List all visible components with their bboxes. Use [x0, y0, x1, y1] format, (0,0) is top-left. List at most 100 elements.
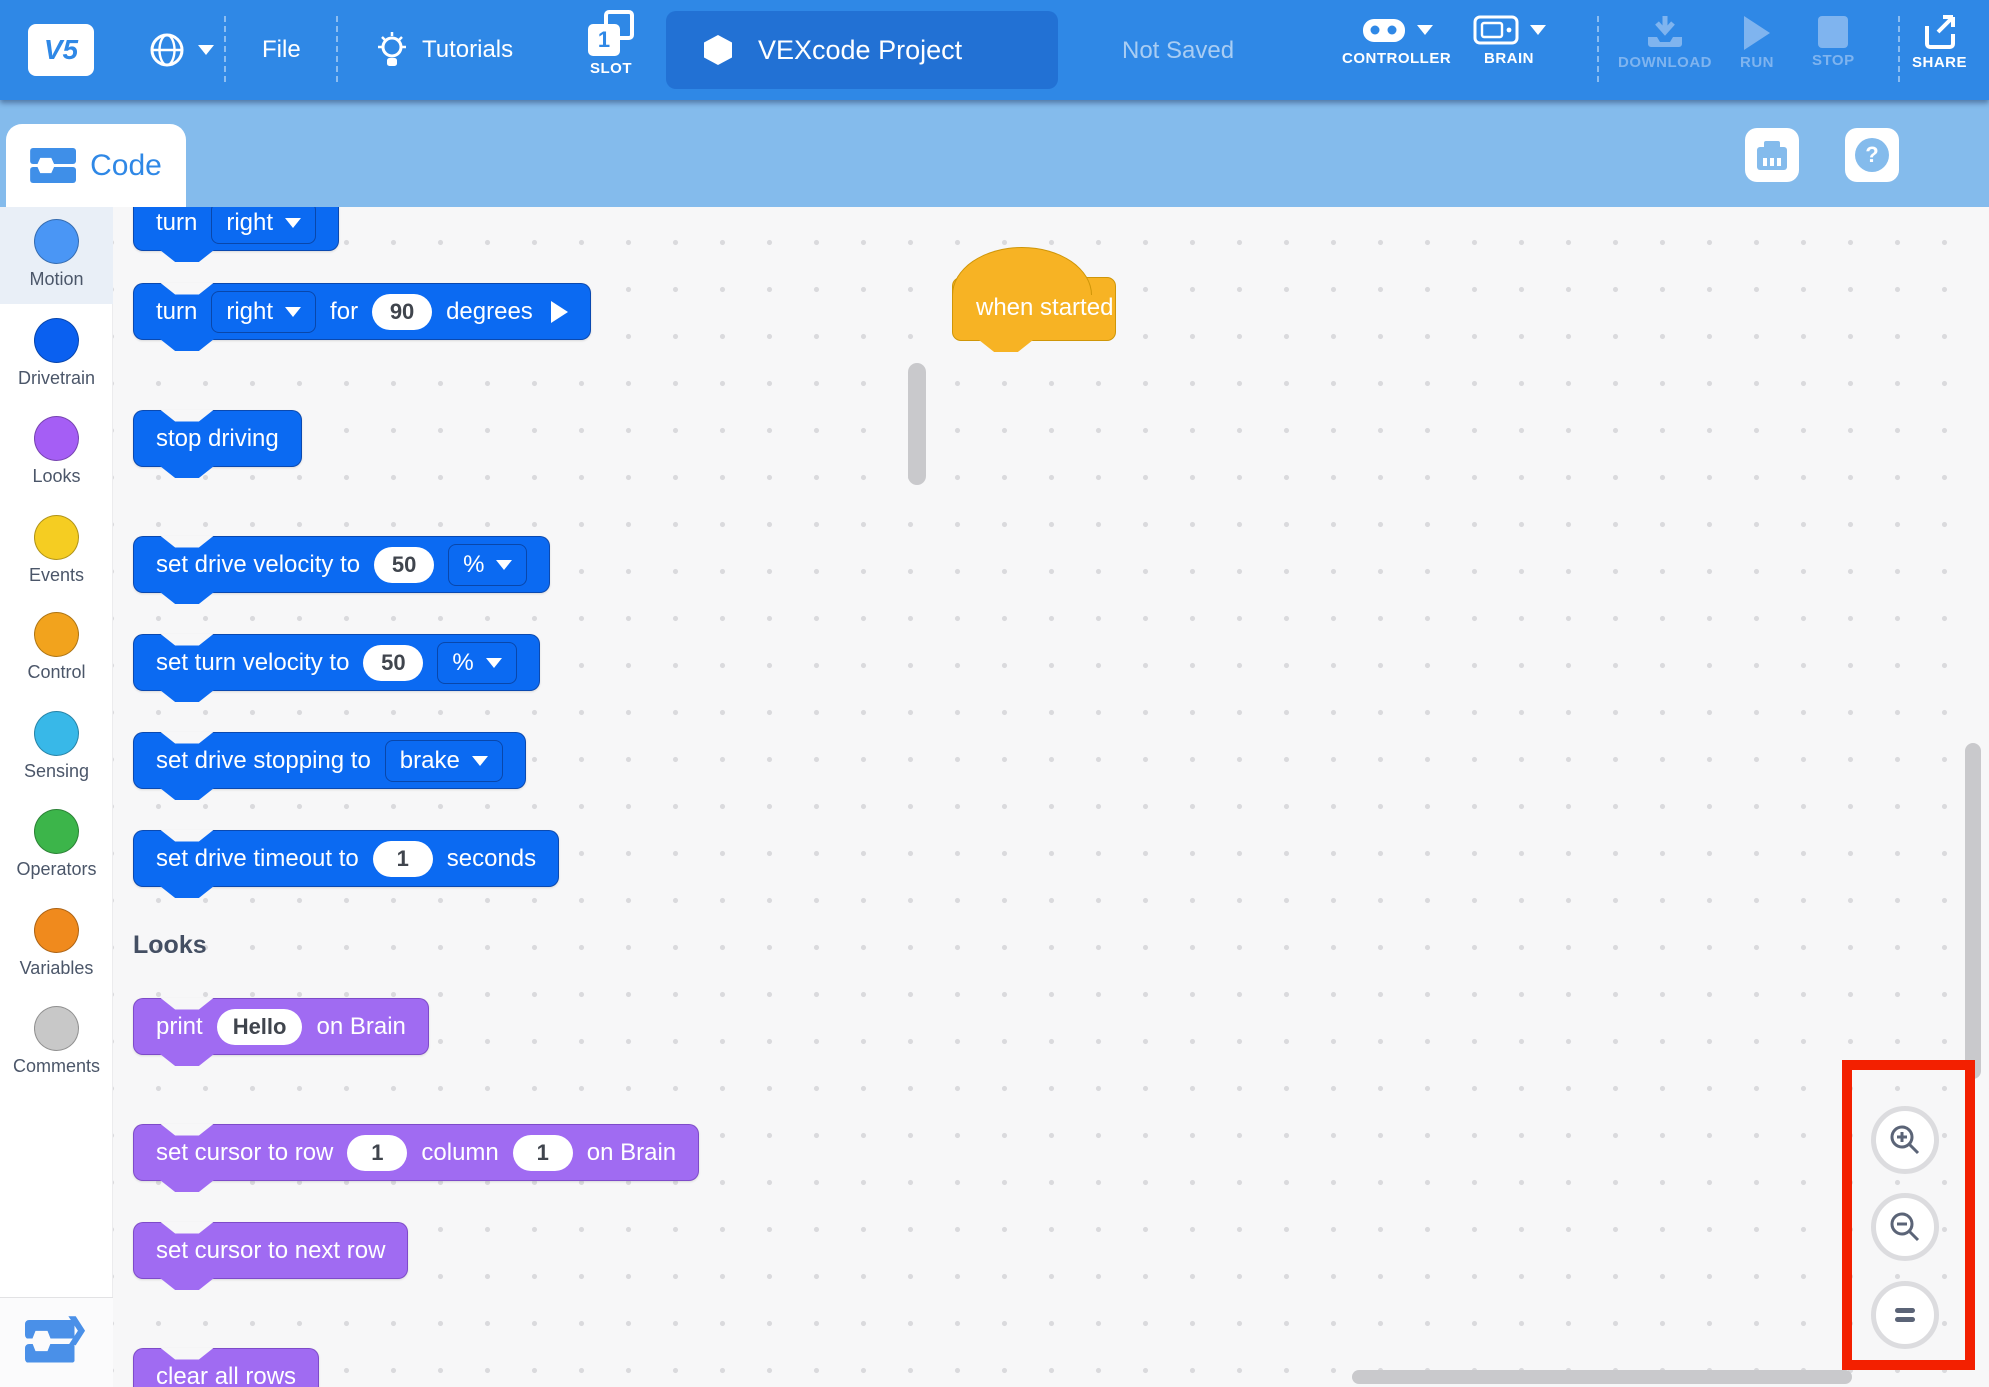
project-name-button[interactable]: VEXcode Project — [666, 11, 1058, 89]
block-label: set drive stopping to — [156, 746, 371, 774]
zoom-out-button[interactable] — [1871, 1193, 1939, 1261]
block-turn[interactable]: turn right — [133, 207, 340, 251]
download-button[interactable]: DOWNLOAD — [1618, 14, 1712, 71]
sidebar-item-control[interactable]: Control — [0, 612, 113, 683]
sidebar-item-label: Control — [27, 662, 86, 682]
variables-category-dot — [34, 908, 79, 953]
column-input[interactable]: 1 — [512, 1134, 573, 1171]
block-label: turn — [156, 297, 198, 325]
row-input[interactable]: 1 — [347, 1134, 408, 1171]
stop-icon — [1818, 16, 1849, 48]
sidebar-item-variables[interactable]: Variables — [0, 908, 113, 979]
sidebar-item-operators[interactable]: Operators — [0, 809, 113, 880]
download-label: DOWNLOAD — [1618, 54, 1712, 71]
canvas-horizontal-scrollbar[interactable] — [1352, 1370, 1852, 1384]
run-button[interactable]: RUN — [1740, 16, 1774, 71]
tab-bar: Code — [0, 100, 1989, 207]
help-icon: ? — [1855, 138, 1889, 172]
sidebar-item-motion[interactable]: Motion — [0, 207, 113, 304]
block-set-drive-stopping[interactable]: set drive stopping to brake — [133, 732, 526, 789]
brain-menu[interactable]: BRAIN — [1472, 14, 1546, 67]
control-category-dot — [34, 612, 79, 657]
sidebar-item-drivetrain[interactable]: Drivetrain — [0, 318, 113, 389]
sidebar-item-events[interactable]: Events — [0, 515, 113, 586]
block-set-turn-velocity[interactable]: set turn velocity to 50 % — [133, 634, 540, 691]
velocity-input[interactable]: 50 — [363, 644, 424, 681]
sensing-category-dot — [34, 711, 79, 756]
comments-category-dot — [34, 1006, 79, 1051]
timeout-input[interactable]: 1 — [372, 840, 433, 877]
events-category-dot — [34, 515, 79, 560]
chevron-down-icon — [198, 45, 214, 55]
category-sidebar: Motion Drivetrain Looks Events Control S… — [0, 207, 113, 1387]
toolbar-divider — [336, 16, 338, 82]
unit-dropdown[interactable]: % — [448, 543, 528, 586]
language-menu[interactable] — [148, 31, 214, 69]
vex-logo[interactable]: V5 — [28, 24, 94, 76]
stop-button[interactable]: STOP — [1812, 16, 1855, 69]
file-menu[interactable]: File — [262, 36, 301, 63]
block-set-drive-timeout[interactable]: set drive timeout to 1 seconds — [133, 830, 560, 887]
block-label: on Brain — [316, 1012, 406, 1040]
sidebar-item-label: Events — [28, 565, 85, 585]
brain-icon — [1473, 15, 1519, 45]
hat-dome — [952, 247, 1092, 295]
print-text-input[interactable]: Hello — [216, 1008, 303, 1045]
block-clear-all-rows[interactable]: clear all rows — [133, 1348, 320, 1387]
help-button[interactable]: ? — [1845, 128, 1899, 182]
code-tab-label: Code — [90, 148, 162, 182]
share-button[interactable]: SHARE — [1912, 14, 1967, 71]
block-print-on-brain[interactable]: print Hello on Brain — [133, 998, 429, 1055]
block-turn-for-degrees[interactable]: turn right for 90 degrees — [133, 283, 591, 340]
direction-dropdown[interactable]: right — [211, 290, 317, 333]
block-label: seconds — [446, 844, 537, 872]
when-started-block[interactable]: when started — [952, 247, 1116, 343]
velocity-input[interactable]: 50 — [374, 546, 435, 583]
degrees-input[interactable]: 90 — [372, 293, 433, 330]
controller-label: CONTROLLER — [1342, 50, 1452, 67]
blocks-to-text-toggle[interactable]: ❯ — [0, 1297, 113, 1387]
block-set-drive-velocity[interactable]: set drive velocity to 50 % — [133, 536, 551, 593]
reset-zoom-button[interactable] — [1871, 1281, 1939, 1349]
block-label: column — [421, 1138, 499, 1166]
blocks-icon — [30, 148, 77, 183]
stopping-dropdown[interactable]: brake — [384, 739, 503, 782]
zoom-out-icon — [1890, 1212, 1920, 1242]
palette-section-looks: Looks — [133, 931, 207, 959]
sidebar-item-sensing[interactable]: Sensing — [0, 711, 113, 782]
sidebar-item-label: Operators — [16, 859, 97, 879]
block-stop-driving[interactable]: stop driving — [133, 410, 302, 467]
tab-code[interactable]: Code — [6, 124, 186, 207]
unit-dropdown[interactable]: % — [437, 641, 517, 684]
palette-scrollbar[interactable] — [908, 363, 926, 485]
reset-zoom-icon — [1895, 1308, 1915, 1322]
block-label: clear all rows — [156, 1362, 297, 1387]
block-label: turn — [156, 208, 198, 236]
block-label: on Brain — [586, 1138, 677, 1166]
slot-selector[interactable]: 1 SLOT — [588, 10, 634, 77]
sidebar-item-label: Drivetrain — [17, 368, 96, 388]
dropdown-value: right — [226, 297, 274, 325]
block-set-cursor-next-row[interactable]: set cursor to next row — [133, 1222, 409, 1279]
controller-menu[interactable]: CONTROLLER — [1342, 14, 1451, 67]
slot-number: 1 — [588, 24, 620, 56]
direction-dropdown[interactable]: right — [211, 207, 317, 244]
toolbar-divider — [1597, 16, 1599, 82]
tutorials-label: Tutorials — [422, 36, 514, 63]
device-info-button[interactable] — [1745, 128, 1799, 182]
top-toolbar: V5 File Tutorials 1 SLOT VEXcode Project… — [0, 0, 1989, 100]
dropdown-value: brake — [399, 746, 460, 774]
expand-arrow-icon[interactable] — [550, 300, 568, 323]
zoom-in-button[interactable] — [1871, 1106, 1939, 1174]
sidebar-item-comments[interactable]: Comments — [0, 1006, 113, 1077]
looks-category-dot — [34, 416, 79, 461]
block-label: set cursor to row — [156, 1138, 334, 1166]
workspace-canvas[interactable]: turn right turn right for 90 degrees sto… — [113, 207, 1989, 1387]
canvas-vertical-scrollbar[interactable] — [1965, 743, 1981, 1079]
stop-label: STOP — [1812, 52, 1855, 69]
hat-label: when started — [976, 294, 1114, 321]
tutorials-button[interactable]: Tutorials — [374, 30, 513, 70]
sidebar-item-looks[interactable]: Looks — [0, 416, 113, 487]
project-title: VEXcode Project — [758, 34, 963, 65]
block-set-cursor-row-column[interactable]: set cursor to row 1 column 1 on Brain — [133, 1124, 700, 1181]
